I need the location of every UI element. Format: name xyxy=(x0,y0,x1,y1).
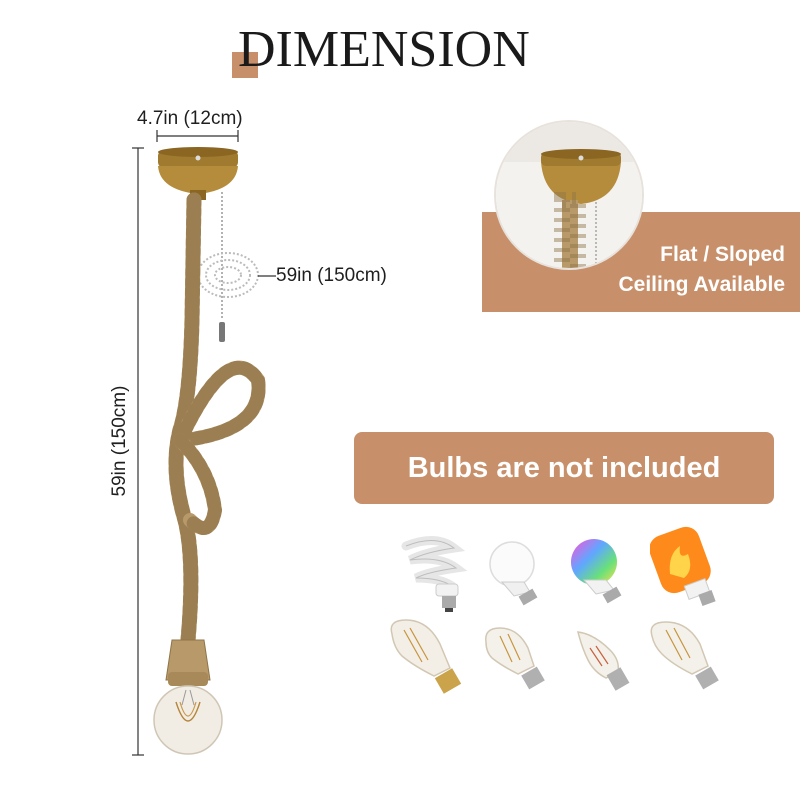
candle-filament-bulb-icon xyxy=(577,631,630,691)
width-dimension-label: 4.7in (12cm) xyxy=(137,108,243,129)
globe-bulb-icon xyxy=(153,685,223,755)
canopy-closeup-icon xyxy=(494,120,644,270)
rope-socket-icon xyxy=(165,639,211,686)
st58-edison-bulb-icon xyxy=(650,621,719,690)
rope-cord-icon xyxy=(168,192,266,648)
ceiling-canopy-icon xyxy=(158,147,238,200)
height-dimension-label: 59in (150cm) xyxy=(109,385,130,497)
height-dimension-line xyxy=(132,147,144,756)
ceiling-line-1: Flat / Sloped xyxy=(660,243,785,266)
ceiling-line-2: Ceiling Available xyxy=(618,273,786,296)
chain-length-label: 59in (150cm) xyxy=(276,265,387,286)
ceiling-availability-text: Flat / Sloped Ceiling Available xyxy=(560,240,786,300)
width-dimension-line xyxy=(156,130,239,142)
spiral-cfl-bulb-icon xyxy=(401,536,468,612)
st64-edison-bulb-icon xyxy=(390,619,462,694)
flame-effect-bulb-icon xyxy=(650,526,716,607)
rgb-smart-bulb-icon xyxy=(571,539,622,604)
bulbs-not-included-banner: Bulbs are not included xyxy=(354,432,774,504)
title-accent-square xyxy=(232,52,258,78)
white-led-bulb-icon xyxy=(489,541,538,606)
st48-filament-bulb-icon xyxy=(485,627,545,690)
pull-chain-icon xyxy=(197,192,259,342)
page-title: DIMENSION xyxy=(238,21,530,78)
